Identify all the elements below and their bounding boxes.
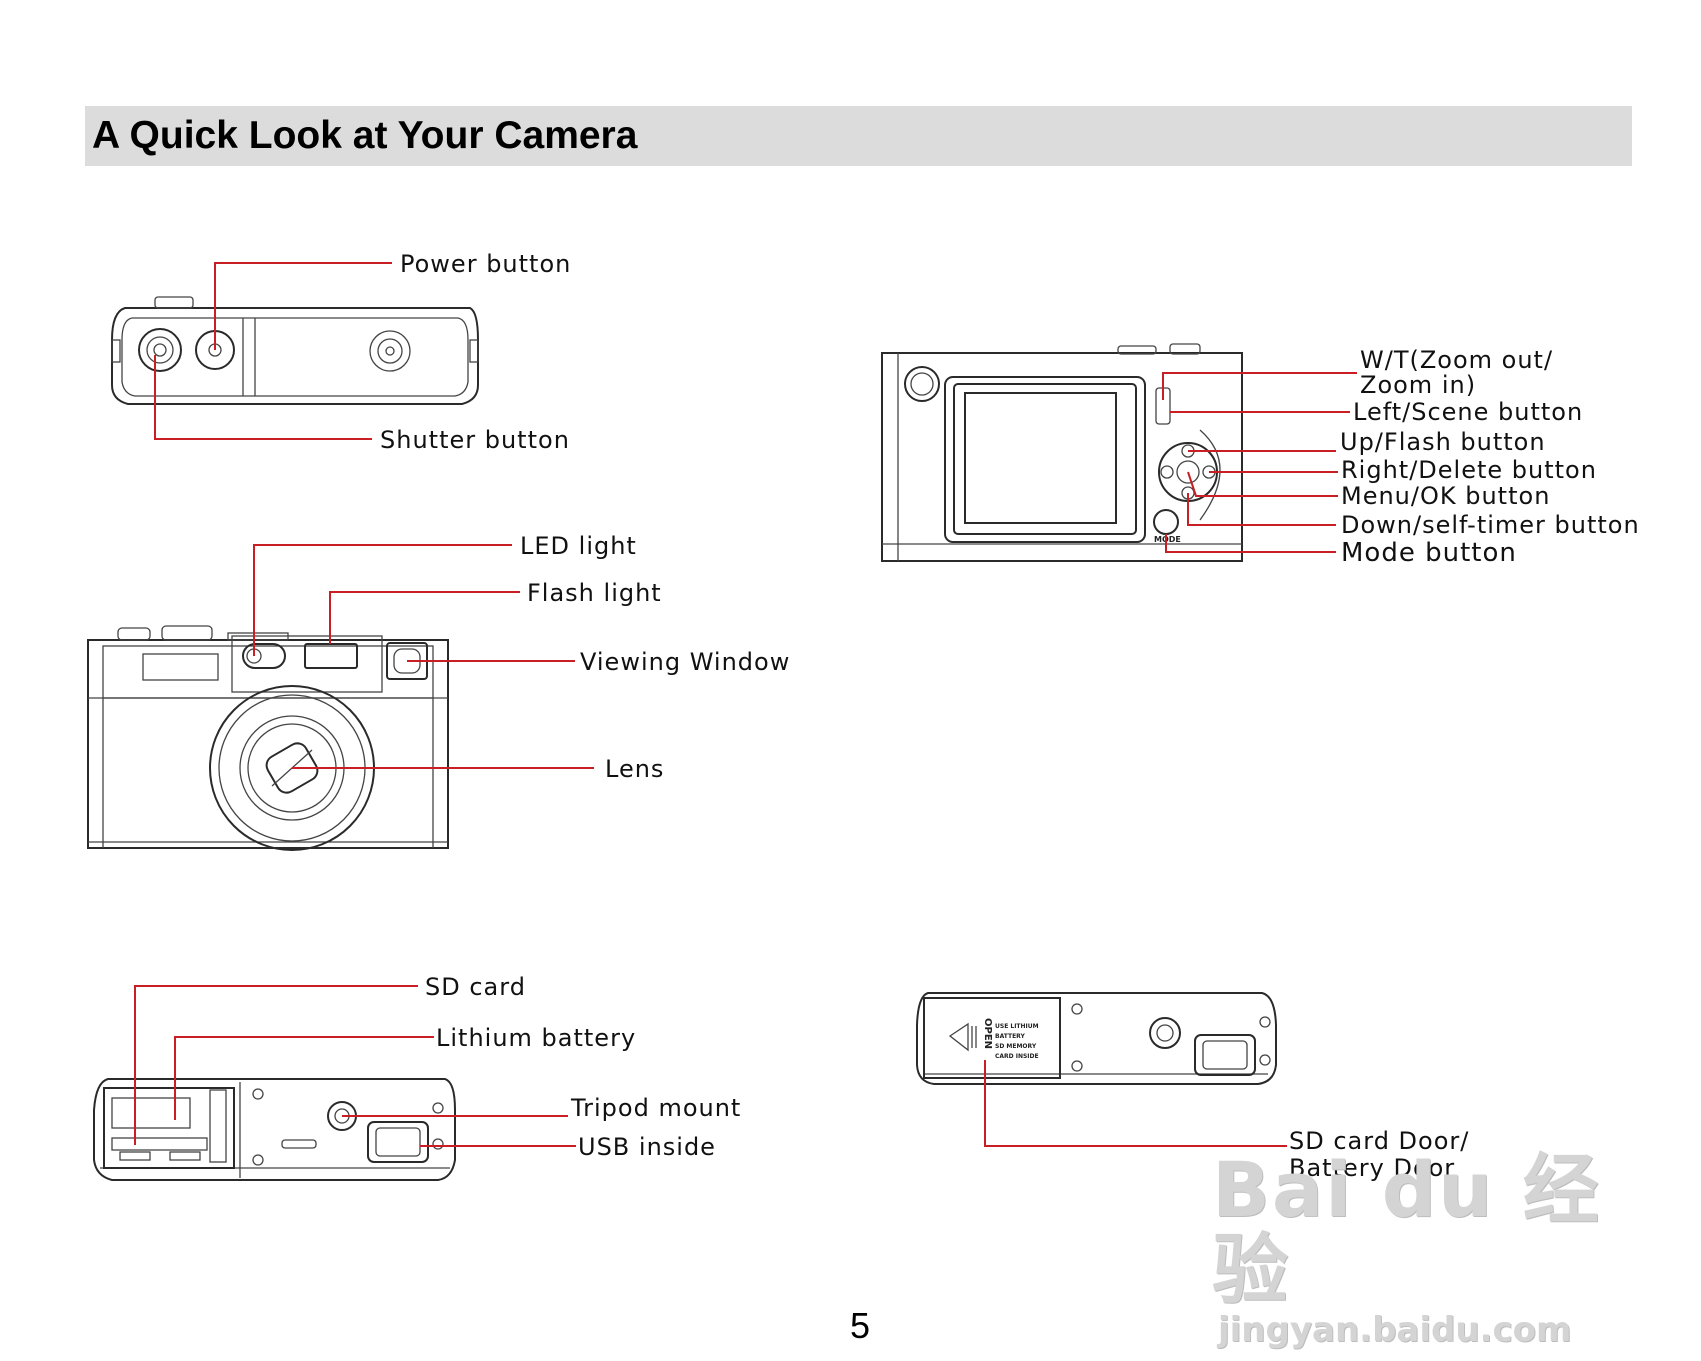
- menu-ok-shape: [1176, 460, 1200, 484]
- leader-down: [1187, 493, 1336, 526]
- label-wt-line2: Zoom in): [1360, 371, 1476, 399]
- watermark-brand: Bai du 经验: [1212, 1145, 1601, 1314]
- label-led-light: LED light: [520, 532, 637, 560]
- label-power-button: Power button: [400, 250, 571, 278]
- camera-bottom-open-view: [93, 1078, 456, 1181]
- label-lens: Lens: [605, 755, 664, 783]
- usb-door-shape: [367, 1121, 429, 1163]
- label-right-delete: Right/Delete button: [1341, 456, 1597, 484]
- shutter-button-shape: [138, 328, 182, 372]
- door-open-text: OPEN: [982, 1018, 993, 1049]
- leader-wt: [1162, 372, 1357, 400]
- label-up-flash: Up/Flash button: [1340, 428, 1546, 456]
- leader-battery: [174, 1036, 434, 1120]
- page-number: 5: [850, 1305, 871, 1346]
- sd-slot-shape: [111, 1137, 208, 1151]
- door-print-line1: USE LITHIUM: [995, 1023, 1039, 1030]
- leader-door: [984, 1060, 1287, 1147]
- flash-light-shape: [304, 643, 358, 669]
- door-print-line2: BATTERY: [995, 1033, 1025, 1040]
- camera-front-view: [87, 625, 449, 851]
- label-menu-ok: Menu/OK button: [1341, 482, 1550, 510]
- label-shutter-button: Shutter button: [380, 426, 570, 454]
- door-print-line4: CARD INSIDE: [995, 1053, 1039, 1060]
- label-flash-light: Flash light: [527, 579, 662, 607]
- baidu-watermark: Bai du 经验 jingyan.baidu.com: [1212, 1145, 1632, 1351]
- label-door-line1: SD card Door/: [1289, 1127, 1469, 1155]
- camera-top-view: [111, 296, 479, 405]
- camera-bottom-closed-view: OPEN USE LITHIUM BATTERY SD MEMORY CARD …: [916, 992, 1277, 1085]
- leader-led: [253, 544, 512, 656]
- title-bar: A Quick Look at Your Camera: [85, 106, 1632, 166]
- leader-flash: [329, 591, 520, 644]
- leader-power: [214, 262, 392, 350]
- label-left-scene: Left/Scene button: [1353, 398, 1583, 426]
- sd-battery-door-shape: [923, 997, 1061, 1079]
- lcd-screen-shape: [964, 392, 1117, 524]
- battery-compartment-shape: [103, 1087, 235, 1169]
- leader-sd: [134, 985, 418, 1145]
- label-usb-inside: USB inside: [578, 1133, 716, 1161]
- label-sd-card: SD card: [425, 973, 526, 1001]
- leader-mode: [1165, 534, 1336, 553]
- label-down-timer: Down/self-timer button: [1341, 511, 1640, 539]
- mode-marking: MODE: [1154, 535, 1181, 544]
- led-light-shape: [242, 643, 286, 669]
- watermark-url: jingyan.baidu.com: [1218, 1310, 1572, 1350]
- camera-back-view: MODE: [881, 343, 1243, 562]
- leader-menu: [1187, 471, 1338, 497]
- page-title: A Quick Look at Your Camera: [92, 114, 638, 157]
- mode-button-shape: [1153, 509, 1179, 535]
- label-lithium-battery: Lithium battery: [436, 1024, 636, 1052]
- door-print-line3: SD MEMORY: [995, 1043, 1037, 1050]
- label-viewing-window: Viewing Window: [580, 648, 790, 676]
- label-mode-button: Mode button: [1341, 538, 1517, 568]
- label-wt-line1: W/T(Zoom out/: [1360, 346, 1553, 374]
- label-door-line2: Battery Door: [1289, 1154, 1455, 1182]
- label-tripod-mount: Tripod mount: [570, 1094, 741, 1122]
- leader-shutter: [154, 355, 372, 440]
